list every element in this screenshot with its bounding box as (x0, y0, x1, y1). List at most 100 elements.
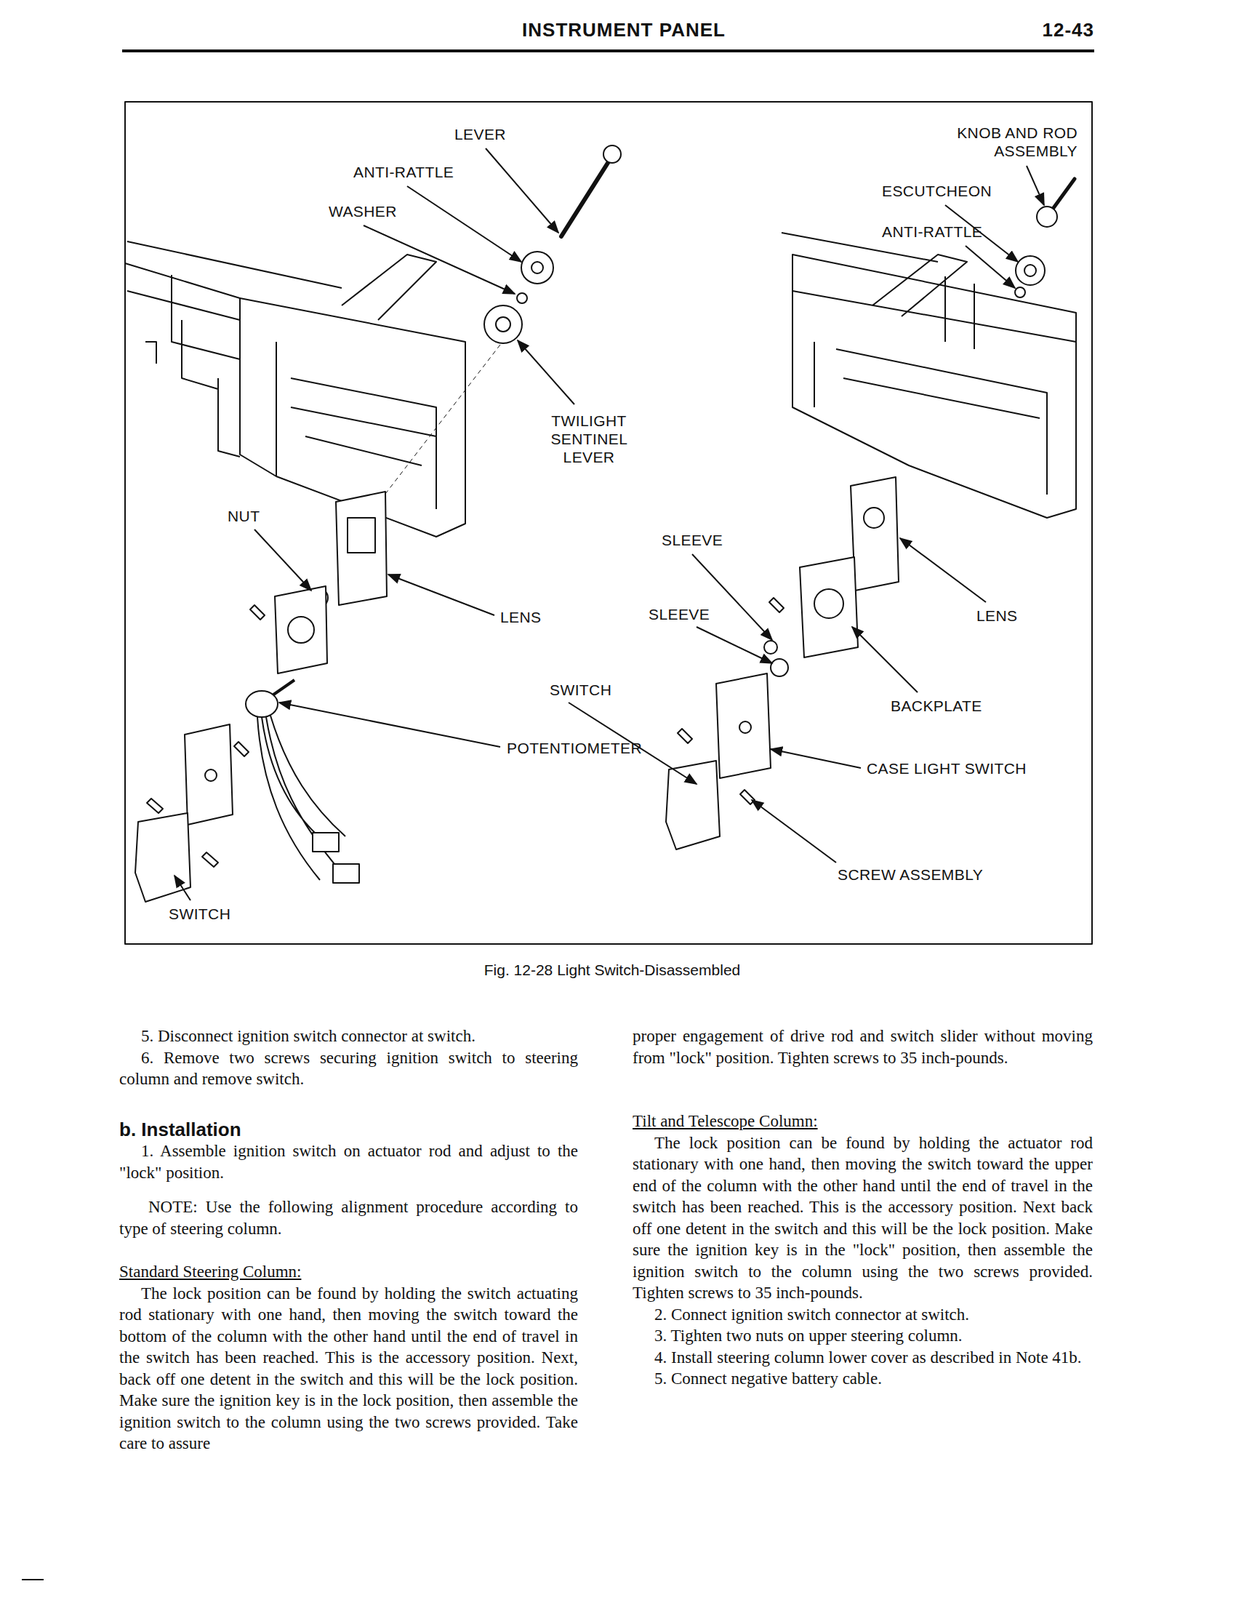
backplate-hole (814, 588, 844, 618)
part-label: LENS (500, 607, 541, 626)
leader-line (517, 340, 575, 405)
text-column: proper engagement of drive rod and switc… (632, 1025, 1093, 1390)
part-label: BACKPLATE (890, 696, 983, 715)
figure-frame (125, 101, 1093, 944)
part-label: SWITCH (549, 680, 612, 699)
body-text: The lock position can be found by holdin… (119, 1282, 579, 1455)
twilight-lever (484, 305, 523, 344)
body-text: The lock position can be found by holdin… (632, 1132, 1093, 1304)
leader-line (900, 538, 986, 603)
leader-line (254, 529, 312, 591)
sleeve (770, 658, 789, 677)
subheading: Standard Steering Column: (119, 1260, 579, 1283)
part-label: ANTI-RATTLE (353, 162, 454, 182)
wire-harness (257, 715, 346, 880)
anti-rattle (521, 251, 554, 284)
washer (516, 293, 528, 304)
leader-line (407, 186, 522, 262)
case-light-switch (716, 673, 771, 778)
text-column: 5. Disconnect ignition switch connector … (119, 1025, 579, 1455)
connector (332, 863, 360, 883)
lever-knob (603, 145, 621, 163)
leader-line (279, 702, 501, 747)
leader-line (852, 626, 918, 693)
figure-caption: Fig. 12-28 Light Switch-Disassembled (484, 961, 741, 979)
step-text: 1. Assemble ignition switch on actuator … (119, 1140, 579, 1183)
escutcheon (1015, 255, 1045, 286)
leader-line (751, 799, 837, 863)
part-label: ANTI-RATTLE (881, 222, 983, 241)
body-text: proper engagement of drive rod and switc… (632, 1025, 1093, 1069)
step-text: 6. Remove two screws securing ignition s… (119, 1046, 579, 1090)
page-header: INSTRUMENT PANEL (522, 18, 726, 42)
anti-rattle-hole (531, 261, 544, 274)
part-label: POTENTIOMETER (506, 738, 642, 757)
part-label: LENS (976, 606, 1018, 625)
screw (202, 852, 219, 867)
anti-rattle (1014, 287, 1026, 298)
switch-slider (205, 769, 217, 781)
step-text: 5. Disconnect ignition switch connector … (119, 1025, 579, 1047)
leader-line (485, 148, 559, 233)
leader-line (363, 225, 515, 294)
lens-bracket (850, 476, 899, 591)
knob-rod (1051, 178, 1075, 211)
step-text: 4. Install steering column lower cover a… (632, 1346, 1093, 1369)
header-rule (122, 49, 1095, 53)
ignition-switch (184, 724, 233, 825)
part-label: LEVER (454, 125, 507, 144)
backplate (274, 586, 328, 674)
panel-detail (125, 241, 437, 509)
screw (769, 597, 784, 613)
leader-line (696, 626, 773, 664)
sleeve (764, 640, 778, 654)
leader-line (770, 748, 861, 768)
step-text: 3. Tighten two nuts on upper steering co… (632, 1324, 1093, 1347)
lens-window (863, 507, 885, 528)
screw (250, 604, 265, 620)
switch-cover (135, 812, 191, 902)
part-label: SCREW ASSEMBLY (837, 865, 983, 884)
screw (740, 789, 755, 805)
step-text: 2. Connect ignition switch connector at … (632, 1303, 1093, 1326)
leader-line (692, 554, 773, 640)
part-label: WASHER (328, 202, 397, 221)
footer-dash (21, 1578, 44, 1580)
subheading: Tilt and Telescope Column: (632, 1110, 1093, 1133)
potentiometer-shaft (270, 679, 295, 697)
twilight-lever-hub (495, 316, 511, 332)
part-label: KNOB AND ROD ASSEMBLY (934, 123, 1078, 160)
screw (234, 741, 249, 757)
backplate-hole (287, 616, 315, 643)
leader-line (388, 574, 495, 616)
leader-line (174, 875, 191, 901)
potentiometer (245, 690, 278, 717)
part-label: ESCUTCHEON (881, 181, 992, 200)
escutcheon-hole (1024, 264, 1037, 277)
leader-line (1026, 165, 1045, 206)
note-text: NOTE: Use the following alignment proced… (119, 1196, 579, 1239)
backplate (799, 556, 858, 658)
instrument-panel (792, 254, 1077, 518)
lens-bracket (335, 491, 387, 605)
part-label: TWILIGHT SENTINEL LEVER (550, 411, 627, 467)
part-label: SWITCH (168, 904, 231, 923)
knob (1036, 206, 1058, 227)
step-text: 5. Connect negative battery cable. (632, 1367, 1093, 1390)
leader-line (965, 245, 1015, 288)
switch-cover (665, 760, 720, 850)
lens-window (347, 517, 376, 553)
connector (312, 832, 339, 852)
screw (677, 728, 693, 744)
part-label: SLEEVE (661, 530, 723, 549)
panel-detail (781, 232, 1077, 495)
screw (146, 798, 163, 813)
switch-slider (739, 721, 752, 733)
part-label: NUT (227, 506, 260, 525)
part-label: CASE LIGHT SWITCH (866, 759, 1027, 778)
part-label: SLEEVE (648, 604, 710, 624)
lever-rod (561, 162, 608, 237)
section-heading: b. Installation (119, 1118, 579, 1141)
page-number: 12-43 (1042, 18, 1095, 42)
